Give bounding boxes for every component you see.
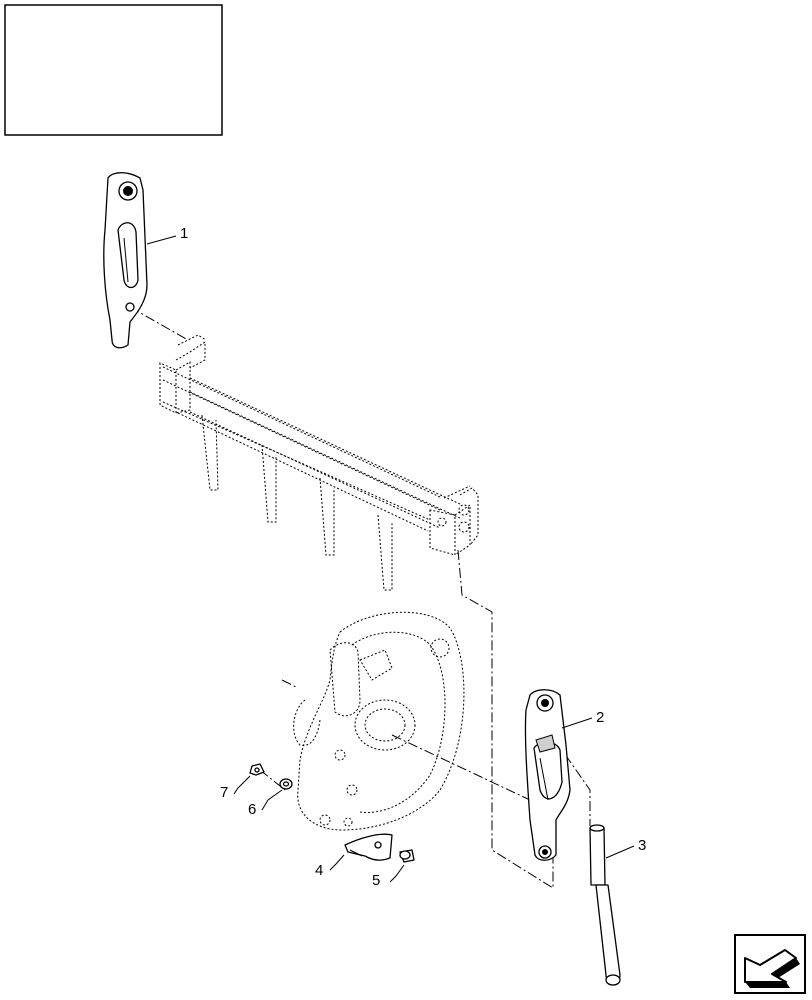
title-block (4, 4, 223, 136)
callout-7: 7 (220, 784, 228, 801)
callout-leaders (146, 235, 635, 883)
callout-5: 5 (372, 872, 380, 889)
callout-4: 4 (315, 862, 323, 879)
callout-3: 3 (638, 837, 646, 854)
callout-6: 6 (248, 801, 256, 818)
assembly-centerlines (129, 306, 591, 889)
callout-2: 2 (596, 709, 604, 726)
part-3-gas-spring (589, 824, 621, 986)
part-4-clip-plate (344, 833, 393, 861)
tine-bar-phantom (159, 334, 479, 591)
part-6-washer (279, 778, 293, 790)
next-page-arrow-icon[interactable] (734, 934, 806, 994)
callout-1: 1 (180, 225, 188, 242)
cam-plate-phantom (293, 611, 465, 831)
part-1-side-plate (103, 172, 148, 349)
part-7-nut (249, 763, 265, 776)
part-5-bolt (399, 849, 415, 863)
part-2-side-plate (524, 689, 571, 861)
